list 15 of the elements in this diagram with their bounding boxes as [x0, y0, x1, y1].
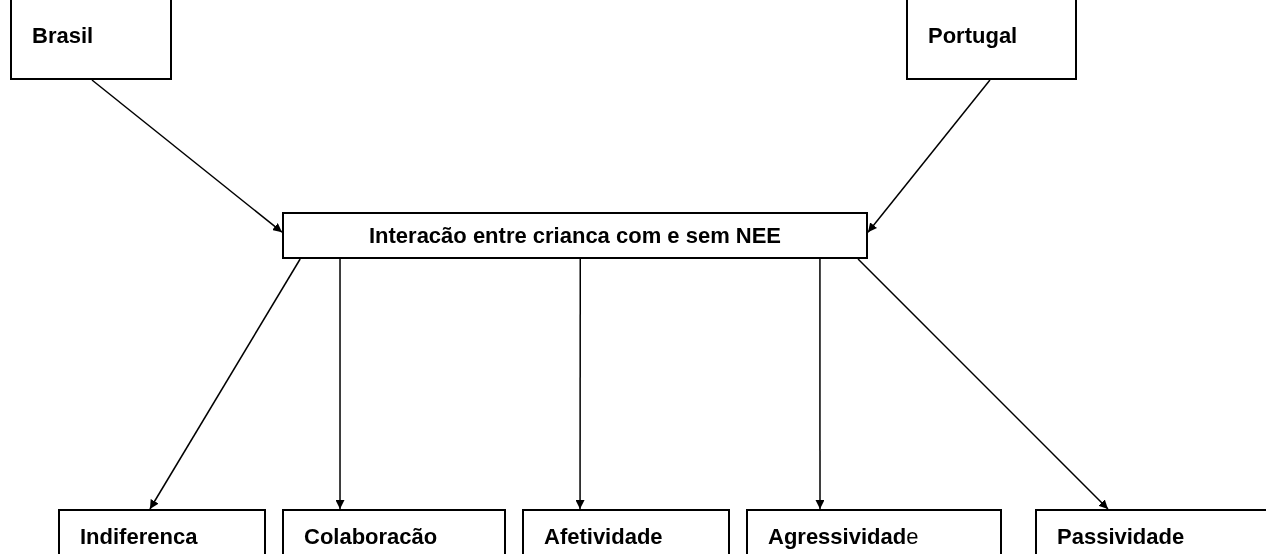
arrow [335, 258, 345, 510]
text-box: Portugal [906, 0, 1077, 80]
arrow [815, 258, 825, 510]
text-box: Indiferenca [58, 509, 266, 554]
text-box: Afetividade [522, 509, 730, 554]
arrow [575, 258, 585, 510]
text-box: Interacão entre crianca com e sem NEE [282, 212, 868, 259]
text-box: Agressividade [746, 509, 1002, 554]
arrow [91, 79, 283, 233]
arrow [857, 258, 1109, 510]
text-box: Colaboracão [282, 509, 506, 554]
arrow [149, 258, 301, 510]
text-box: Passividade [1035, 509, 1266, 554]
arrow [867, 79, 991, 233]
text-box: Brasil [10, 0, 172, 80]
